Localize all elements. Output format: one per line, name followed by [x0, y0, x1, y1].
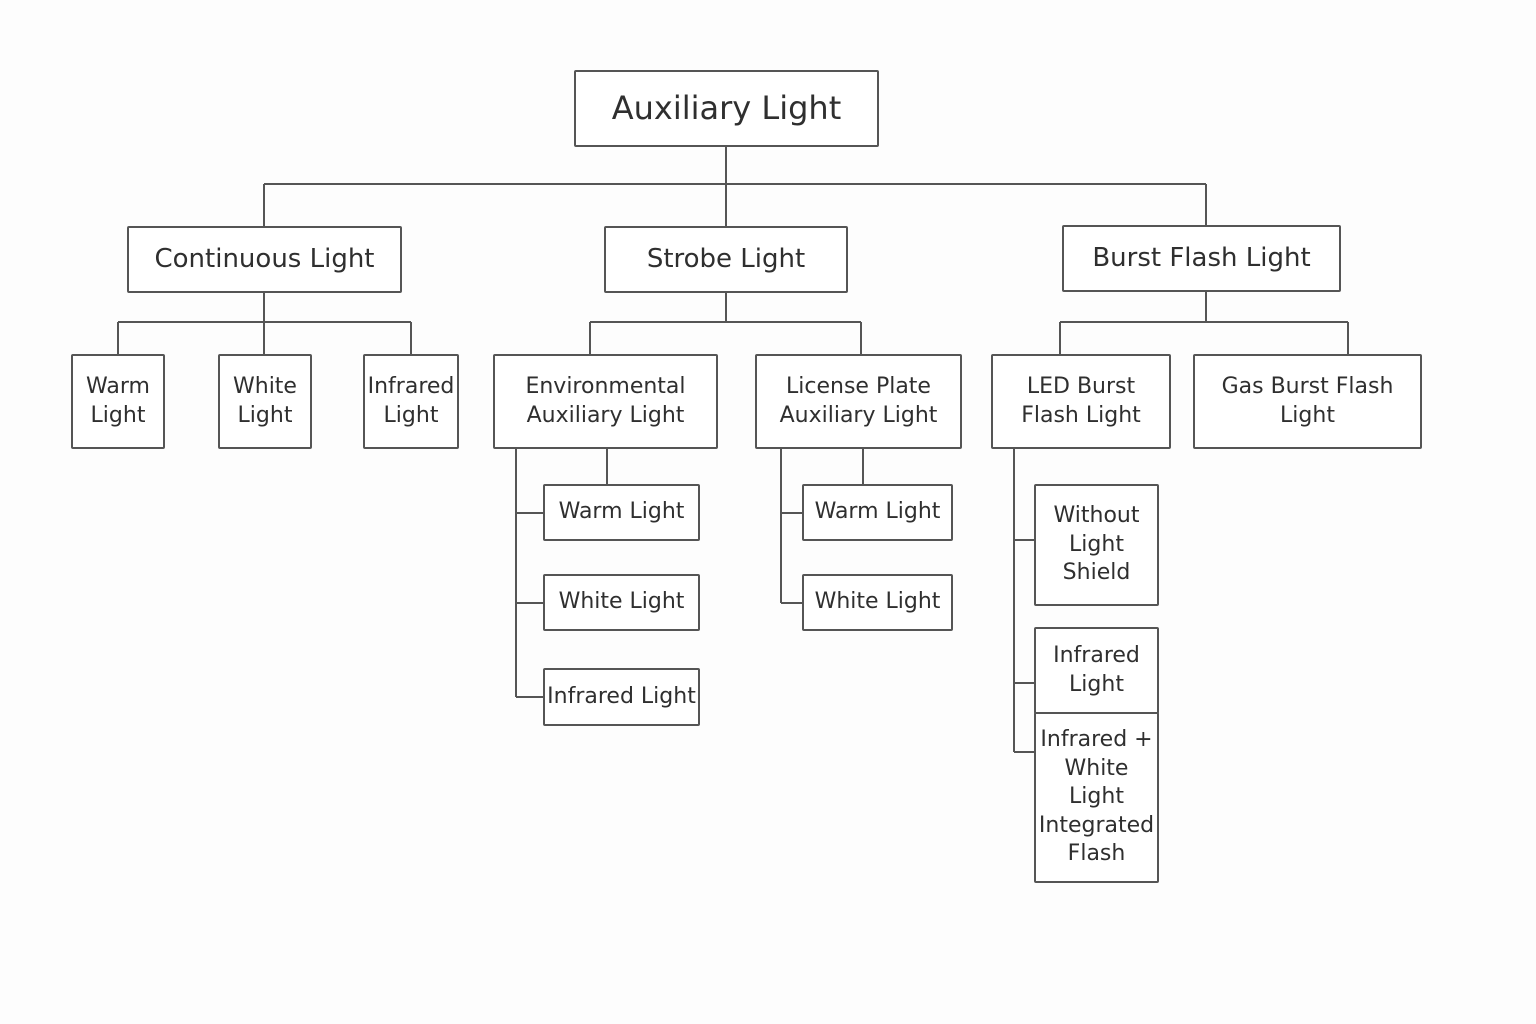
node-label: Auxiliary Light — [611, 88, 842, 127]
node-led-infrared-white-integrated: Infrared + White Light Integrated Flash — [1034, 712, 1159, 883]
node-label: White Light — [233, 373, 297, 428]
node-label: Warm Light — [558, 499, 685, 525]
node-plate-white: White Light — [802, 574, 953, 631]
node-continuous-infrared: Infrared Light — [363, 354, 459, 449]
node-label: Infrared + White Light Integrated Flash — [1038, 727, 1155, 867]
node-label: Infrared Light — [367, 373, 455, 428]
node-label: White Light — [814, 589, 941, 615]
node-led-burst-flash: LED Burst Flash Light — [991, 354, 1171, 449]
node-environmental-auxiliary: Environmental Auxiliary Light — [493, 354, 718, 449]
node-label: Strobe Light — [646, 243, 806, 274]
node-label: White Light — [558, 589, 685, 615]
node-led-without-shield: Without Light Shield — [1034, 484, 1159, 606]
node-label: Environmental Auxiliary Light — [525, 373, 686, 428]
node-label: Gas Burst Flash Light — [1221, 373, 1394, 428]
node-label: Warm Light — [814, 499, 941, 525]
node-gas-burst-flash: Gas Burst Flash Light — [1193, 354, 1422, 449]
node-continuous-light: Continuous Light — [127, 226, 402, 293]
node-label: LED Burst Flash Light — [1021, 373, 1141, 428]
node-led-infrared: Infrared Light — [1034, 627, 1159, 714]
node-label: Continuous Light — [154, 243, 375, 274]
node-env-white: White Light — [543, 574, 700, 631]
node-label: Warm Light — [86, 373, 150, 428]
node-label: Infrared Light — [1053, 642, 1140, 697]
node-env-warm: Warm Light — [543, 484, 700, 541]
node-label: Burst Flash Light — [1092, 242, 1311, 273]
node-label: Infrared Light — [547, 683, 696, 709]
node-license-plate-auxiliary: License Plate Auxiliary Light — [755, 354, 962, 449]
node-label: License Plate Auxiliary Light — [779, 373, 938, 428]
node-env-infrared: Infrared Light — [543, 668, 700, 726]
node-plate-warm: Warm Light — [802, 484, 953, 541]
node-strobe-light: Strobe Light — [604, 226, 848, 293]
node-continuous-white: White Light — [218, 354, 312, 449]
node-continuous-warm: Warm Light — [71, 354, 165, 449]
node-auxiliary-light: Auxiliary Light — [574, 70, 879, 147]
node-label: Without Light Shield — [1053, 503, 1140, 586]
node-burst-flash-light: Burst Flash Light — [1062, 225, 1341, 292]
